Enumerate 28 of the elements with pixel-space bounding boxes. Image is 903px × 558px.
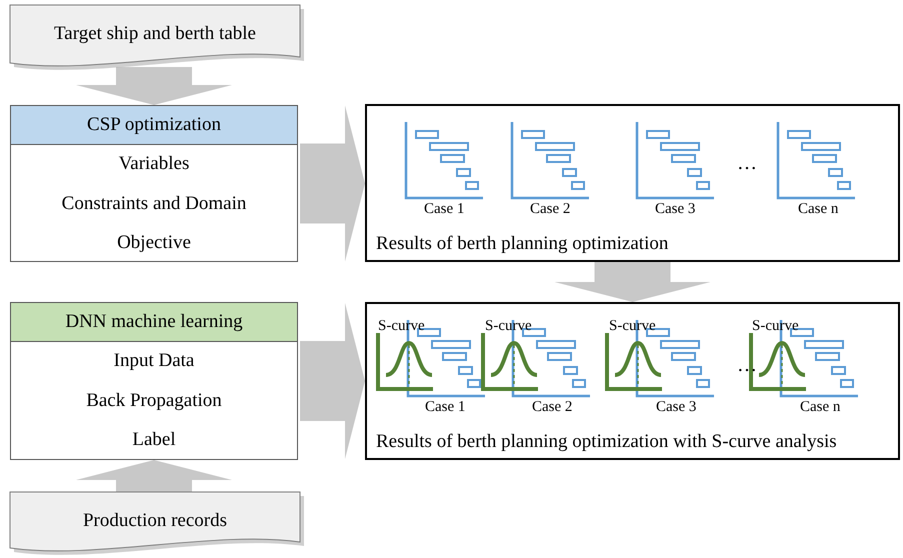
chart-label: Case 1 xyxy=(424,201,464,218)
section-header: DNN machine learning xyxy=(11,303,297,342)
results-panel xyxy=(365,302,900,460)
section-header: CSP optimization xyxy=(11,106,297,145)
chart-label: … xyxy=(737,152,757,175)
chart-label: Case 3 xyxy=(656,399,696,416)
results-panel xyxy=(365,104,900,262)
chart-label: Case 3 xyxy=(655,201,696,218)
list-item: Input Data xyxy=(112,350,196,372)
panel-caption: Results of berth planning optimization xyxy=(376,233,668,255)
process-box xyxy=(10,302,298,460)
block-arrow xyxy=(554,262,710,302)
list-item: Constraints and Domain xyxy=(60,192,248,214)
block-arrow xyxy=(300,106,365,262)
list-item: Back Propagation xyxy=(85,390,223,412)
chart-label: Case n xyxy=(798,201,838,218)
list-item: Label xyxy=(131,429,177,451)
block-arrow xyxy=(300,303,365,459)
block-arrow xyxy=(76,67,232,105)
chart-label: Case 2 xyxy=(530,201,570,218)
chart-label: Case 1 xyxy=(425,399,466,416)
chart-label: Case n xyxy=(800,399,840,416)
list-item: Objective xyxy=(116,232,192,254)
chart-label: Case 2 xyxy=(532,399,572,416)
process-box xyxy=(10,105,298,262)
panel-caption: Results of berth planning optimization with S-curve analysis xyxy=(376,431,837,453)
block-arrow xyxy=(76,460,232,492)
list-item: Variables xyxy=(118,153,190,175)
